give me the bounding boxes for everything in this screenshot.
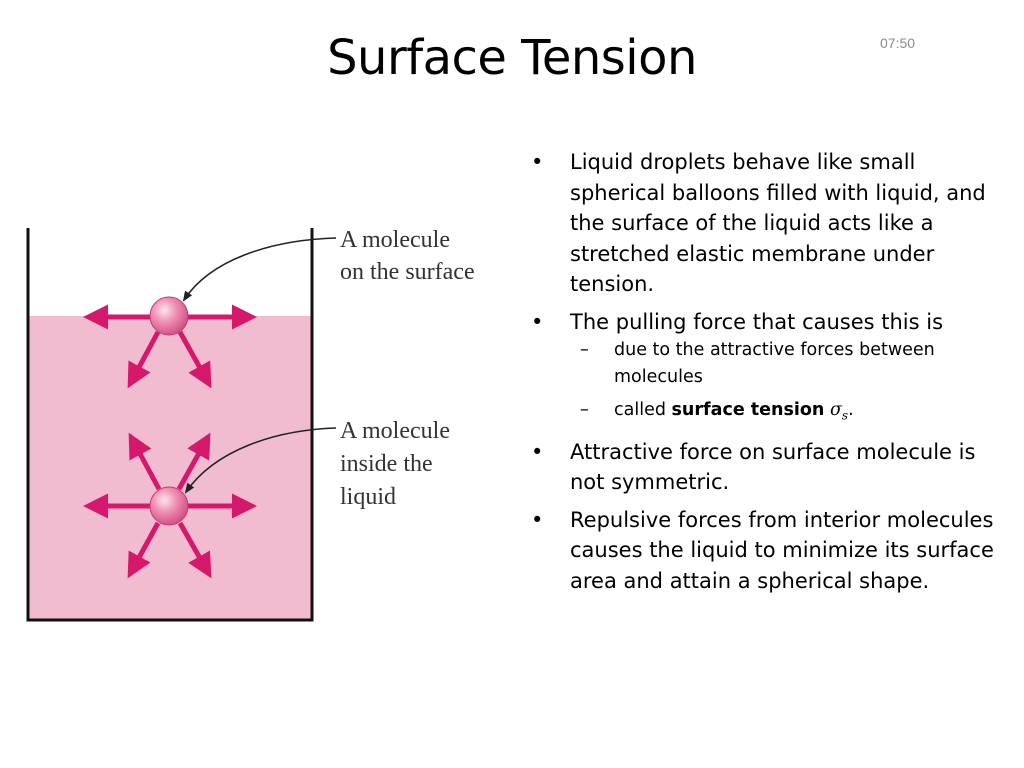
bullet-text: Liquid droplets behave like small spheri…: [570, 150, 986, 296]
bullet-item: • Repulsive forces from interior molecul…: [528, 505, 998, 597]
label-inside-line1: A molecule: [340, 418, 450, 444]
liquid-body: [28, 316, 312, 620]
bullet-text: The pulling force that causes this is: [570, 309, 944, 334]
sub-bullet-item: – called surface tension σs.: [528, 397, 998, 430]
bullet-marker: •: [531, 150, 544, 174]
interior-pointer-arrow: [184, 427, 337, 494]
slide-timestamp: 07:50: [880, 35, 916, 51]
surface-force-arrows: [83, 304, 257, 389]
bullet-item: • Liquid droplets behave like small sphe…: [528, 147, 998, 300]
sub-bullet-prefix: called: [614, 400, 672, 420]
bullet-marker: •: [531, 507, 544, 532]
label-inside-line3: liquid: [340, 484, 396, 510]
sub-bullet-text: due to the attractive forces between mol…: [614, 340, 935, 387]
sub-bullet-list: – due to the attractive forces between m…: [570, 337, 998, 430]
bullet-item: • The pulling force that causes this is …: [528, 307, 998, 430]
bullet-list: • Liquid droplets behave like small sphe…: [528, 147, 998, 603]
sub-bullet-item: – due to the attractive forces between m…: [528, 337, 998, 391]
interior-force-arrows: [83, 432, 257, 579]
bullet-item: • Attractive force on surface molecule i…: [528, 437, 998, 498]
surface-tension-figure: A molecule on the surface A molecule ins…: [0, 200, 520, 640]
label-surface-line2: on the surface: [340, 259, 475, 285]
label-surface-line1: A molecule: [340, 227, 450, 253]
surface-tension-diagram: A molecule on the surface A molecule ins…: [26, 227, 475, 622]
bullet-marker: •: [531, 439, 544, 464]
slide-title: Surface Tension: [327, 30, 697, 86]
sub-bullet-dash: –: [580, 340, 589, 360]
sigma-letter: σ: [829, 400, 842, 420]
surface-tension-term: surface tension: [671, 400, 825, 420]
label-inside-line2: inside the: [340, 451, 433, 477]
bullet-marker: •: [531, 309, 544, 334]
interior-molecule: [149, 486, 189, 526]
sub-bullet-suffix: .: [848, 400, 854, 420]
container: [26, 228, 314, 622]
surface-molecule: [149, 296, 189, 336]
bullet-text: Repulsive forces from interior molecules…: [570, 507, 994, 593]
surface-pointer-arrow: [182, 237, 337, 302]
sub-bullet-dash: –: [580, 400, 589, 420]
sigma-subscript: s: [841, 408, 849, 423]
bullet-text: Attractive force on surface molecule is …: [570, 439, 976, 495]
sigma-symbol: σs: [829, 400, 849, 423]
